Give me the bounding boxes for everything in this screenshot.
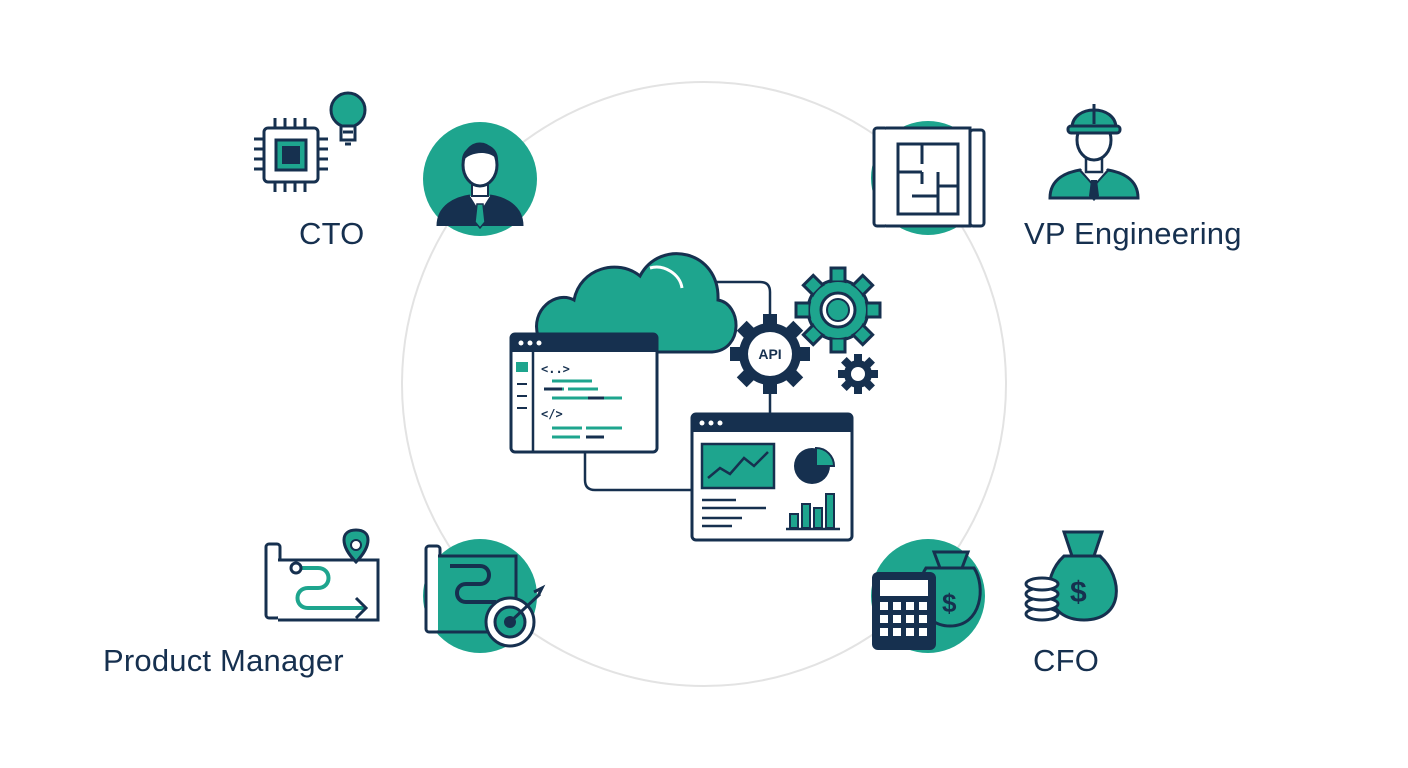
blueprint-floorplan-icon	[871, 121, 986, 235]
orbit-ring	[401, 81, 1007, 687]
role-label-vp-engineering: VP Engineering	[1024, 216, 1242, 251]
code-close-tag: </>	[541, 407, 563, 421]
calculator-moneybag-icon: $	[871, 539, 985, 653]
role-label-cfo: CFO	[1033, 643, 1100, 678]
cloud-icon	[535, 252, 738, 354]
cto-avatar	[423, 122, 537, 236]
code-open-tag: <..>	[541, 362, 570, 376]
gear-icons: API	[730, 266, 882, 394]
svg-text:$: $	[1070, 576, 1087, 609]
roadmap-plan-icon	[264, 542, 380, 622]
roadmap-target-icon	[423, 539, 546, 653]
cpu-chip-icon	[254, 118, 328, 192]
moneybag-coins-icon: $	[1024, 530, 1118, 622]
location-pin-icon	[342, 528, 370, 565]
analytics-dashboard-window	[690, 412, 854, 542]
api-label: API	[758, 346, 781, 362]
engineer-hardhat-icon	[1048, 104, 1140, 201]
svg-text:$: $	[942, 588, 957, 618]
role-label-product-manager: Product Manager	[103, 643, 344, 678]
code-editor-window: <..> </>	[509, 332, 659, 454]
lightbulb-icon	[329, 91, 367, 146]
role-label-cto: CTO	[299, 216, 365, 251]
